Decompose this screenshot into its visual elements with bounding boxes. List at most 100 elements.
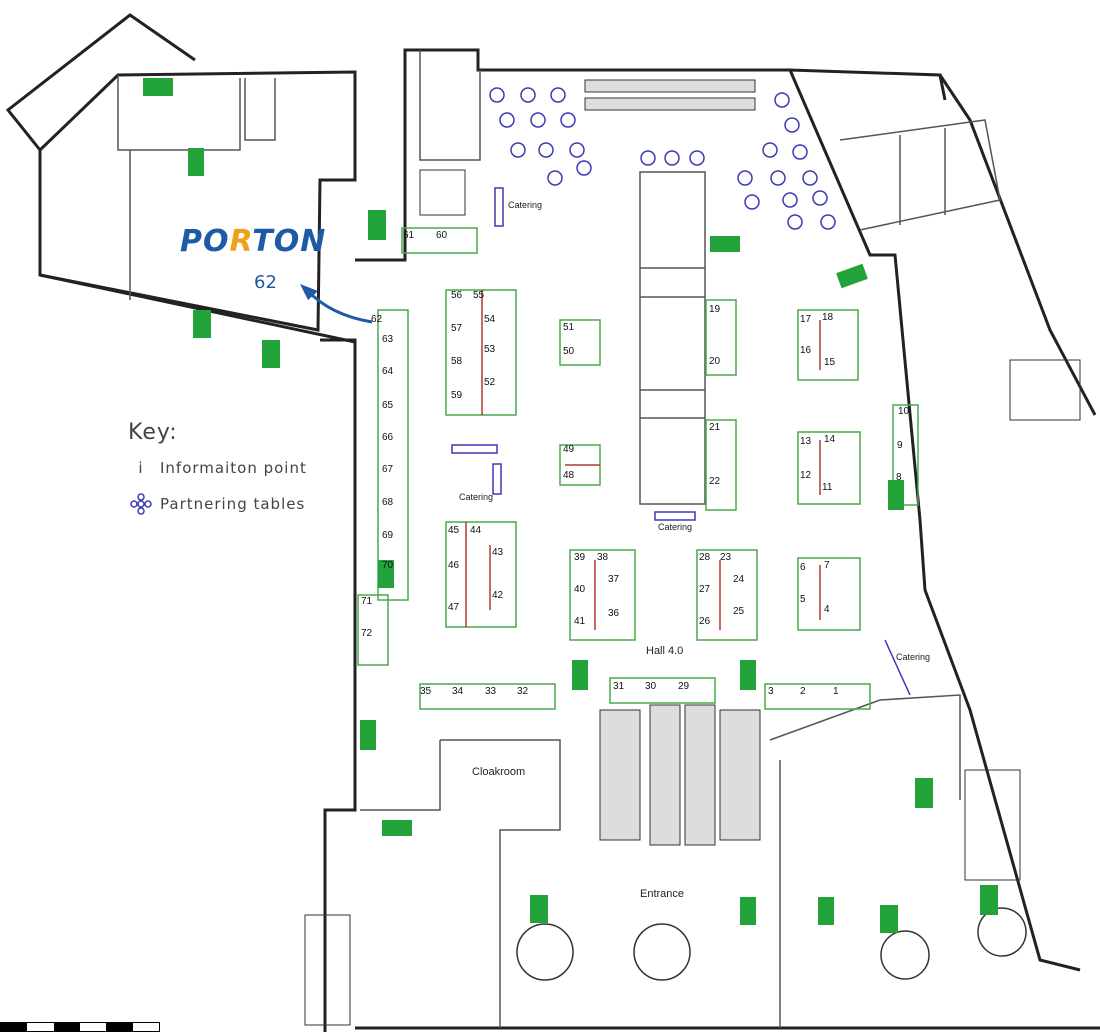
booth-number-18: 18 <box>822 312 834 323</box>
catering-label-3: Catering <box>658 522 692 532</box>
entrance-label: Entrance <box>640 888 684 900</box>
booth-number-1: 1 <box>833 686 839 697</box>
booth-number-15: 15 <box>824 357 836 368</box>
booth-number-6: 6 <box>800 562 806 573</box>
booth-number-14: 14 <box>824 434 836 445</box>
revolving-doors <box>516 907 1027 981</box>
booth-number-37: 37 <box>608 574 620 585</box>
inner-walls <box>117 50 1001 1028</box>
booth-number-4: 4 <box>824 604 830 615</box>
booth-number-58: 58 <box>451 356 463 367</box>
booth-number-65: 65 <box>382 400 394 411</box>
booth-number-41: 41 <box>574 616 586 627</box>
booth-number-55: 55 <box>473 290 485 301</box>
key-tables-row: Partnering tables <box>128 493 307 515</box>
booth-number-36: 36 <box>608 608 620 619</box>
booth-number-40: 40 <box>574 584 586 595</box>
booth-number-49: 49 <box>563 444 575 455</box>
booth-number-53: 53 <box>484 344 496 355</box>
booth-number-42: 42 <box>492 590 504 601</box>
hall-label: Hall 4.0 <box>646 645 683 657</box>
booth-number-48: 48 <box>563 470 575 481</box>
booth-number-13: 13 <box>800 436 812 447</box>
booth-number-70: 70 <box>382 560 394 571</box>
cloakroom-label: Cloakroom <box>472 766 525 778</box>
booth-number-28: 28 <box>699 552 711 563</box>
map-key: Key: i Informaiton point Partnering tabl… <box>128 420 307 531</box>
booth-number-10: 10 <box>898 406 910 417</box>
booth-number-22: 22 <box>709 476 721 487</box>
booth-number-3: 3 <box>768 686 774 697</box>
key-tables-label: Partnering tables <box>160 495 306 513</box>
booth-number-64: 64 <box>382 366 394 377</box>
catering-counters <box>451 187 911 696</box>
booth-number-61: 61 <box>403 230 415 241</box>
booth-number-23: 23 <box>720 552 732 563</box>
booth-number-35: 35 <box>420 686 432 697</box>
booth-number-29: 29 <box>678 681 690 692</box>
booth-number-9: 9 <box>897 440 903 451</box>
brand-booth-number: 62 <box>254 272 277 293</box>
booth-number-19: 19 <box>709 304 721 315</box>
booth-number-50: 50 <box>563 346 575 357</box>
booth-number-39: 39 <box>574 552 586 563</box>
booth-number-21: 21 <box>709 422 721 433</box>
scale-bar <box>0 1022 160 1032</box>
booth-number-71: 71 <box>361 596 373 607</box>
booth-number-16: 16 <box>800 345 812 356</box>
booth-number-59: 59 <box>451 390 463 401</box>
booth-number-69: 69 <box>382 530 394 541</box>
booth-number-56: 56 <box>451 290 463 301</box>
booth-number-20: 20 <box>709 356 721 367</box>
key-info-label: Informaiton point <box>160 459 307 477</box>
booth-number-68: 68 <box>382 497 394 508</box>
booth-number-43: 43 <box>492 547 504 558</box>
booth-number-24: 24 <box>733 574 745 585</box>
building-walls <box>5 13 1100 1032</box>
booth-number-2: 2 <box>800 686 806 697</box>
booth-number-47: 47 <box>448 602 460 613</box>
booth-number-57: 57 <box>451 323 463 334</box>
booth-number-62: 62 <box>371 314 383 325</box>
booth-number-7: 7 <box>824 560 830 571</box>
catering-label-2: Catering <box>459 492 493 502</box>
booth-number-30: 30 <box>645 681 657 692</box>
booth-number-17: 17 <box>800 314 812 325</box>
booth-number-12: 12 <box>800 470 812 481</box>
booth-number-60: 60 <box>436 230 448 241</box>
arrow-head-icon <box>300 284 318 300</box>
stairs <box>304 169 1081 1026</box>
booth-number-67: 67 <box>382 464 394 475</box>
booth-number-52: 52 <box>484 377 496 388</box>
booth-number-8: 8 <box>896 472 902 483</box>
booth-number-32: 32 <box>517 686 529 697</box>
booth-number-72: 72 <box>361 628 373 639</box>
brand-logo: PORTON <box>180 224 327 259</box>
booth-number-45: 45 <box>448 525 460 536</box>
booth-number-34: 34 <box>452 686 464 697</box>
partnering-table-icon <box>128 493 154 515</box>
booth-number-27: 27 <box>699 584 711 595</box>
booth-number-33: 33 <box>485 686 497 697</box>
booth-number-54: 54 <box>484 314 496 325</box>
info-point-icon: i <box>138 459 144 477</box>
booth-number-44: 44 <box>470 525 482 536</box>
booth-number-26: 26 <box>699 616 711 627</box>
booth-number-5: 5 <box>800 594 806 605</box>
partnering-tables <box>489 87 836 230</box>
key-title: Key: <box>128 420 178 445</box>
escalators <box>584 79 761 846</box>
booth-number-46: 46 <box>448 560 460 571</box>
booth-number-66: 66 <box>382 432 394 443</box>
booth-number-25: 25 <box>733 606 745 617</box>
booth-number-11: 11 <box>822 482 833 493</box>
key-info-row: i Informaiton point <box>128 459 307 477</box>
booth-blocks <box>357 227 919 710</box>
catering-label-4: Catering <box>896 652 930 662</box>
exit-signs <box>143 78 998 933</box>
map-labels: Hall 4.0 Cloakroom Entrance Catering Cat… <box>459 200 930 900</box>
booth-number-31: 31 <box>613 681 625 692</box>
booth-partitions <box>465 290 821 630</box>
